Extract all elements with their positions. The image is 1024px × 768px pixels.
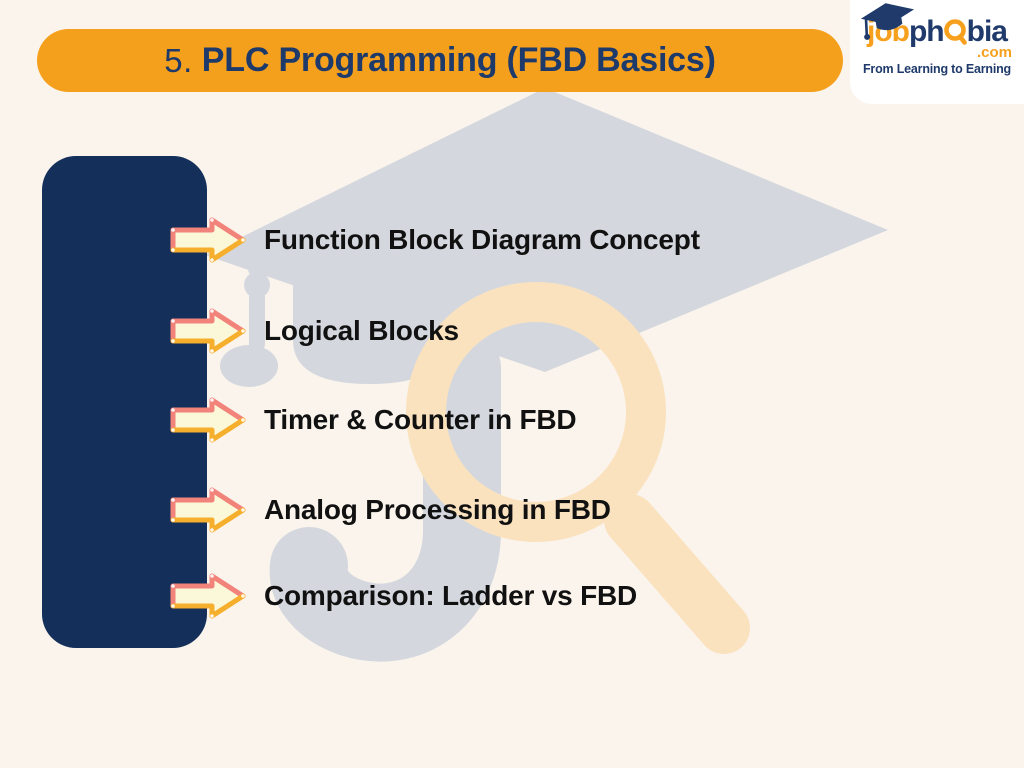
logo-card: jobph bia .com From Learning to Earning bbox=[850, 0, 1024, 104]
logo-tld: .com bbox=[976, 44, 1012, 61]
magnifier-icon bbox=[943, 19, 967, 45]
logo-text-ph: ph bbox=[908, 15, 945, 48]
list-item: Timer & Counter in FBD bbox=[170, 397, 577, 443]
list-item: Analog Processing in FBD bbox=[170, 487, 611, 533]
title-banner: 5. PLC Programming (FBD Basics) bbox=[37, 29, 843, 92]
arrow-right-icon bbox=[170, 217, 246, 263]
logo-wordmark: jobph bia bbox=[860, 3, 1008, 48]
logo-tagline: From Learning to Earning bbox=[863, 62, 1011, 76]
arrow-right-icon bbox=[170, 308, 246, 354]
logo-text-bia: bia bbox=[966, 15, 1008, 48]
list-item: Comparison: Ladder vs FBD bbox=[170, 573, 637, 619]
page-title: PLC Programming (FBD Basics) bbox=[201, 41, 716, 79]
graduation-cap-icon bbox=[860, 3, 915, 40]
list-item: Function Block Diagram Concept bbox=[170, 217, 700, 263]
topic-label: Comparison: Ladder vs FBD bbox=[264, 580, 638, 611]
topic-label: Function Block Diagram Concept bbox=[264, 224, 700, 255]
arrow-right-icon bbox=[170, 487, 246, 533]
topic-label: Logical Blocks bbox=[264, 315, 459, 346]
arrow-right-icon bbox=[170, 397, 246, 443]
arrow-right-icon bbox=[170, 573, 246, 619]
topic-label: Analog Processing in FBD bbox=[264, 494, 611, 525]
list-item: Logical Blocks bbox=[170, 308, 459, 354]
topic-label: Timer & Counter in FBD bbox=[264, 404, 577, 435]
slide-number: 5. bbox=[164, 41, 193, 79]
